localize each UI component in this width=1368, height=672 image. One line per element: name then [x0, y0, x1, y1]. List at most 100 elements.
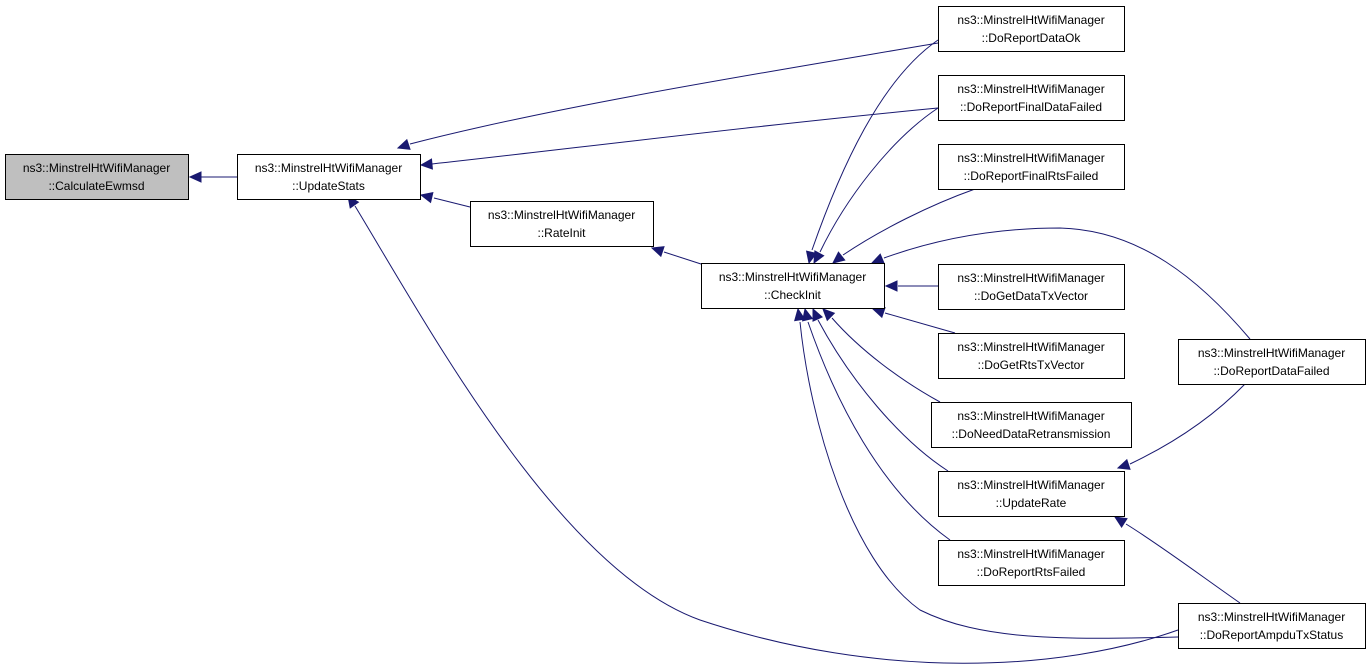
node-update-rate[interactable]: ns3::MinstrelHtWifiManager::UpdateRate	[938, 471, 1125, 517]
node-method-label: ::CheckInit	[764, 288, 821, 302]
edge-line	[799, 321, 1179, 639]
edge-line	[1129, 383, 1246, 465]
node-do-report-ampdu-tx-status[interactable]: ns3::MinstrelHtWifiManager::DoReportAmpd…	[1178, 603, 1366, 649]
edge-do-report-data-failed-to-update-rate	[1116, 383, 1246, 470]
node-update-stats[interactable]: ns3::MinstrelHtWifiManager::UpdateStats	[237, 154, 421, 200]
node-do-get-data-tx-vector[interactable]: ns3::MinstrelHtWifiManager::DoGetDataTxV…	[938, 264, 1125, 310]
node-method-label: ::DoReportAmpduTxStatus	[1200, 628, 1343, 642]
edge-line	[819, 107, 939, 253]
node-namespace-label: ns3::MinstrelHtWifiManager	[1198, 346, 1345, 360]
node-box	[931, 402, 1132, 448]
edge-line	[807, 321, 951, 541]
node-namespace-label: ns3::MinstrelHtWifiManager	[719, 270, 866, 284]
node-namespace-label: ns3::MinstrelHtWifiManager	[1198, 610, 1345, 624]
node-method-label: ::RateInit	[537, 226, 586, 240]
node-do-need-data-retransmission[interactable]: ns3::MinstrelHtWifiManager::DoNeedDataRe…	[931, 402, 1132, 448]
node-box	[237, 154, 421, 200]
edge-do-report-final-data-failed-to-check-init	[813, 107, 939, 265]
edge-line	[831, 317, 941, 403]
node-box	[938, 333, 1125, 379]
arrowhead	[1116, 458, 1131, 470]
edge-line	[884, 312, 956, 334]
arrowhead	[801, 307, 814, 322]
node-namespace-label: ns3::MinstrelHtWifiManager	[957, 547, 1104, 561]
node-method-label: ::DoReportDataFailed	[1213, 364, 1329, 378]
node-do-get-rts-tx-vector[interactable]: ns3::MinstrelHtWifiManager::DoGetRtsTxVe…	[938, 333, 1125, 379]
node-method-label: ::DoNeedDataRetransmission	[952, 427, 1111, 441]
edge-do-report-data-ok-to-update-stats	[396, 42, 939, 150]
node-do-report-final-rts-failed[interactable]: ns3::MinstrelHtWifiManager::DoReportFina…	[938, 144, 1125, 190]
arrowhead	[1113, 516, 1128, 529]
node-method-label: ::DoReportFinalRtsFailed	[964, 169, 1099, 183]
node-method-label: ::UpdateRate	[996, 496, 1067, 510]
node-box	[701, 263, 885, 309]
node-method-label: ::CalculateEwmsd	[48, 179, 144, 193]
node-method-label: ::DoReportFinalDataFailed	[960, 100, 1102, 114]
edge-do-report-data-failed-to-check-init	[870, 227, 1251, 340]
node-box	[938, 75, 1125, 121]
node-namespace-label: ns3::MinstrelHtWifiManager	[957, 13, 1104, 27]
node-rate-init[interactable]: ns3::MinstrelHtWifiManager::RateInit	[470, 201, 654, 247]
arrowhead	[419, 191, 434, 204]
arrowhead	[812, 307, 824, 322]
node-do-report-data-ok[interactable]: ns3::MinstrelHtWifiManager::DoReportData…	[938, 6, 1125, 52]
edge-update-rate-to-check-init	[812, 307, 949, 472]
edge-do-report-data-ok-to-check-init	[805, 39, 939, 265]
arrowhead	[794, 307, 806, 322]
arrowhead	[813, 250, 825, 265]
arrowhead	[822, 308, 836, 322]
arrowhead	[650, 246, 665, 258]
node-box	[1178, 339, 1366, 385]
edges-layer	[188, 39, 1251, 664]
node-do-report-data-failed[interactable]: ns3::MinstrelHtWifiManager::DoReportData…	[1178, 339, 1366, 385]
arrowhead	[188, 171, 202, 183]
edge-rate-init-to-update-stats	[419, 191, 471, 208]
node-box	[938, 471, 1125, 517]
edge-do-report-ampdu-tx-status-to-check-init	[794, 307, 1179, 639]
node-namespace-label: ns3::MinstrelHtWifiManager	[957, 82, 1104, 96]
arrowhead	[870, 253, 885, 264]
edge-do-need-data-retransmission-to-check-init	[822, 308, 941, 403]
node-box	[470, 201, 654, 247]
edge-line	[433, 197, 471, 208]
edge-do-report-rts-failed-to-check-init	[801, 307, 951, 541]
node-namespace-label: ns3::MinstrelHtWifiManager	[957, 151, 1104, 165]
node-method-label: ::DoGetRtsTxVector	[978, 358, 1085, 372]
arrowhead	[884, 280, 898, 292]
edge-line	[842, 188, 976, 256]
nodes-layer: ns3::MinstrelHtWifiManager::CalculateEwm…	[5, 6, 1366, 649]
edge-line	[663, 251, 702, 265]
node-box	[938, 144, 1125, 190]
edge-do-get-data-tx-vector-to-check-init	[884, 280, 938, 292]
edge-do-get-rts-tx-vector-to-check-init	[871, 307, 956, 334]
arrowhead	[396, 138, 411, 150]
arrowhead	[832, 251, 846, 264]
arrowhead	[805, 250, 818, 265]
node-namespace-label: ns3::MinstrelHtWifiManager	[23, 161, 170, 175]
node-method-label: ::DoReportDataOk	[982, 31, 1082, 45]
arrowhead	[871, 307, 886, 319]
node-check-init[interactable]: ns3::MinstrelHtWifiManager::CheckInit	[701, 263, 885, 309]
edge-line	[354, 205, 1179, 664]
node-box	[938, 540, 1125, 586]
edge-line	[883, 227, 1251, 340]
node-box	[5, 154, 189, 200]
edge-check-init-to-rate-init	[650, 246, 702, 265]
edge-update-stats-to-calculate-ewmsd	[188, 171, 237, 183]
node-do-report-final-data-failed[interactable]: ns3::MinstrelHtWifiManager::DoReportFina…	[938, 75, 1125, 121]
node-method-label: ::UpdateStats	[292, 179, 365, 193]
node-do-report-rts-failed[interactable]: ns3::MinstrelHtWifiManager::DoReportRtsF…	[938, 540, 1125, 586]
edge-line	[811, 39, 939, 251]
arrowhead	[419, 158, 433, 170]
node-namespace-label: ns3::MinstrelHtWifiManager	[488, 208, 635, 222]
node-namespace-label: ns3::MinstrelHtWifiManager	[957, 478, 1104, 492]
edge-line	[409, 42, 939, 145]
node-box	[1178, 603, 1366, 649]
edge-line	[817, 319, 949, 472]
node-box	[938, 6, 1125, 52]
edge-line	[1125, 523, 1241, 604]
edge-line	[431, 107, 939, 165]
node-namespace-label: ns3::MinstrelHtWifiManager	[255, 161, 402, 175]
node-namespace-label: ns3::MinstrelHtWifiManager	[957, 340, 1104, 354]
